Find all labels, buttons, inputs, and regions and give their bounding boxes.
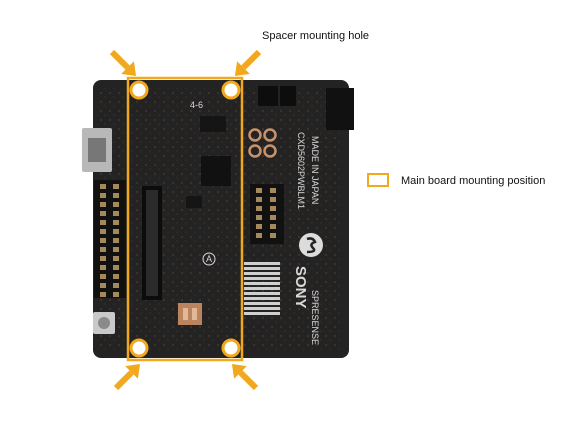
header-pin (113, 184, 119, 189)
header-pin (100, 283, 106, 288)
header-pin (100, 211, 106, 216)
header-pin (113, 265, 119, 270)
chip-upper (200, 116, 226, 132)
header-pin (100, 265, 106, 270)
header-pin (113, 256, 119, 261)
solder-pad (244, 267, 280, 270)
spacer-hole-bottom-right (221, 338, 241, 358)
header-pin (256, 233, 262, 238)
solder-pad (244, 302, 280, 305)
header-pin (270, 188, 276, 193)
chip-qfn (201, 156, 231, 186)
header-pin (270, 206, 276, 211)
spacer-hole-bottom-left (129, 338, 149, 358)
header-pin (256, 206, 262, 211)
header-pin (256, 188, 262, 193)
header-pin (270, 233, 276, 238)
header-pin (100, 247, 106, 252)
arrow-top-right-icon (234, 49, 262, 77)
silk-marker: 4-6 (190, 100, 203, 110)
header-pin (100, 202, 106, 207)
solder-pad (244, 282, 280, 285)
header-pin (100, 256, 106, 261)
header-pin (256, 224, 262, 229)
silk-brand: SONY (292, 266, 309, 309)
left-pin-header (94, 180, 126, 298)
header-pin (100, 220, 106, 225)
header-pin (113, 274, 119, 279)
header-pin (100, 238, 106, 243)
silk-product: SPRESENSE (310, 290, 320, 345)
header-pin (113, 247, 119, 252)
solder-pad (244, 272, 280, 275)
header-pin (270, 197, 276, 202)
header-pin (100, 292, 106, 297)
silk-circle-marker: A (206, 254, 212, 264)
solder-pad (244, 307, 280, 310)
header-pin (113, 229, 119, 234)
solder-pad (244, 277, 280, 280)
header-pin (256, 215, 262, 220)
solder-pad (244, 312, 280, 315)
arrow-bottom-right-icon (231, 363, 259, 391)
dip-switch (178, 303, 202, 325)
legend-swatch (367, 173, 389, 187)
arrow-bottom-left-icon (113, 363, 141, 391)
legend-label: Main board mounting position (401, 175, 546, 187)
header-pin (270, 215, 276, 220)
header-pin (113, 193, 119, 198)
header-pin (270, 224, 276, 229)
silk-model: CXD5602PWBLM1 (296, 132, 306, 209)
header-pin (256, 197, 262, 202)
spacer-hole-label: Spacer mounting hole (262, 30, 370, 42)
spacer-holes (129, 80, 241, 358)
spacer-hole-top-right (221, 80, 241, 100)
header-pin (113, 220, 119, 225)
jumper-block (258, 86, 278, 106)
solder-pad (244, 262, 280, 265)
solder-pad (244, 292, 280, 295)
silk-origin: MADE IN JAPAN (310, 136, 320, 204)
audio-jack (326, 88, 354, 130)
header-pin (100, 274, 106, 279)
header-pin (100, 184, 106, 189)
header-pin (113, 202, 119, 207)
chip-small (186, 196, 202, 208)
header-pin (113, 238, 119, 243)
header-pin (113, 292, 119, 297)
solder-pad (244, 287, 280, 290)
header-pin (113, 283, 119, 288)
main-board-outline (126, 76, 244, 362)
copper-pads (248, 128, 277, 158)
right-pin-header (250, 184, 284, 244)
spacer-hole-top-left (129, 80, 149, 100)
header-pin (100, 229, 106, 234)
arrows (109, 49, 262, 391)
solder-pad (244, 297, 280, 300)
header-pin (100, 193, 106, 198)
solder-pads (244, 262, 280, 315)
header-pin (113, 211, 119, 216)
arrow-top-left-icon (109, 49, 137, 77)
